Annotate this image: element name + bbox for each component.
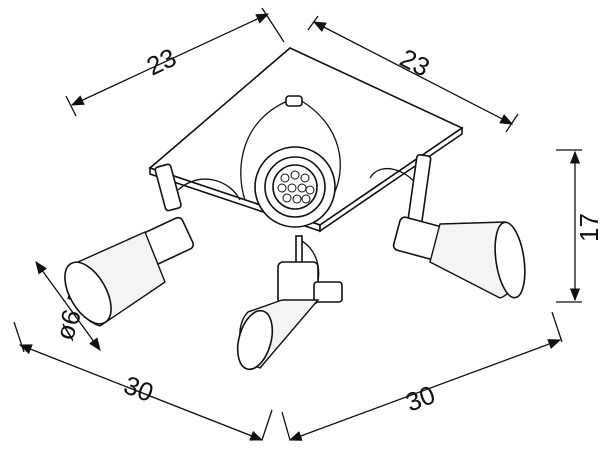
label-top-left: 23 <box>142 42 181 81</box>
spotlight-right <box>392 153 526 299</box>
dimension-bottom-right <box>281 311 563 441</box>
label-bottom-left: 30 <box>120 370 158 408</box>
label-top-right: 23 <box>395 43 434 83</box>
dimension-height <box>556 149 582 303</box>
dimension-top-left <box>65 7 285 117</box>
spotlight-left <box>64 163 194 327</box>
label-bottom-right: 30 <box>401 379 439 417</box>
center-led-lamp <box>254 146 336 228</box>
label-height: 17 <box>574 213 600 242</box>
dimension-top-right <box>307 15 519 133</box>
dimension-bottom-left <box>13 321 273 441</box>
spotlight-bottom <box>236 235 343 371</box>
lamp-arms <box>177 95 421 301</box>
dimension-shade-diameter <box>35 260 101 352</box>
